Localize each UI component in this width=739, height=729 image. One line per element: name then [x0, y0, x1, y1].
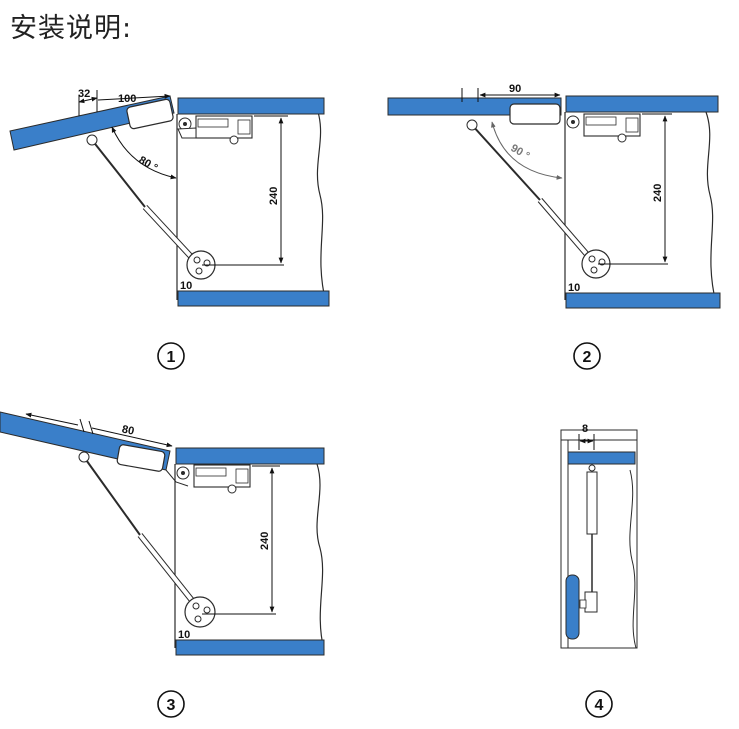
bottom-dimension: 10 — [568, 282, 580, 294]
cabinet-back-edge — [316, 463, 325, 651]
hinge — [165, 464, 251, 494]
bottom-panel — [565, 292, 721, 309]
gap-dimension: 8 — [582, 423, 588, 435]
cabinet-back-edge — [316, 111, 327, 304]
top-panel — [565, 95, 719, 113]
angle-arc — [111, 126, 177, 180]
bottom-panel — [177, 290, 330, 307]
diagram-4: 8 — [560, 423, 638, 649]
gas-strut — [579, 464, 598, 613]
door-bracket — [116, 444, 166, 472]
height-dimension: 240 — [652, 184, 664, 202]
diagram-3-number: 3 — [157, 690, 185, 718]
diagram-3: 240 80 10 — [0, 411, 325, 656]
svg-text:3: 3 — [167, 697, 176, 714]
door-bracket — [126, 98, 174, 130]
offset-dimension: 32 — [78, 88, 90, 100]
diagram-2-number: 2 — [573, 342, 601, 370]
diagram-1-number: 1 — [157, 342, 185, 370]
top-panel — [177, 97, 325, 115]
hinge — [566, 113, 641, 143]
bottom-dimension: 10 — [180, 280, 192, 292]
top-panel — [175, 447, 325, 465]
bottom-dimension: 10 — [178, 629, 190, 641]
top-panel — [567, 451, 636, 465]
bottom-panel — [175, 639, 325, 656]
gas-strut — [466, 119, 593, 260]
angle-dimension: 90 ° — [509, 142, 532, 162]
svg-text:1: 1 — [167, 349, 176, 366]
height-dimension: 240 — [259, 532, 271, 550]
width-dimension: 100 — [118, 93, 136, 105]
mounting-plate — [184, 596, 216, 628]
diagram-2: 240 90 90 ° 10 — [387, 83, 721, 309]
door-panel — [565, 574, 580, 640]
diagram-1: 240 32 100 80 ° 10 — [9, 88, 330, 307]
page-title: 安装说明: — [10, 13, 133, 44]
cabinet-back-edge — [705, 111, 717, 304]
width-dimension: 80 — [121, 423, 135, 437]
door-bracket — [509, 103, 561, 125]
cabinet-back-edge — [629, 469, 637, 649]
svg-text:2: 2 — [583, 349, 592, 366]
diagram-4-number: 4 — [585, 690, 613, 718]
width-dimension: 90 — [509, 83, 521, 95]
svg-text:4: 4 — [595, 697, 604, 714]
angle-arc — [491, 121, 563, 180]
height-dimension: 240 — [268, 187, 280, 205]
gas-strut — [78, 451, 197, 605]
hinge — [177, 115, 253, 145]
